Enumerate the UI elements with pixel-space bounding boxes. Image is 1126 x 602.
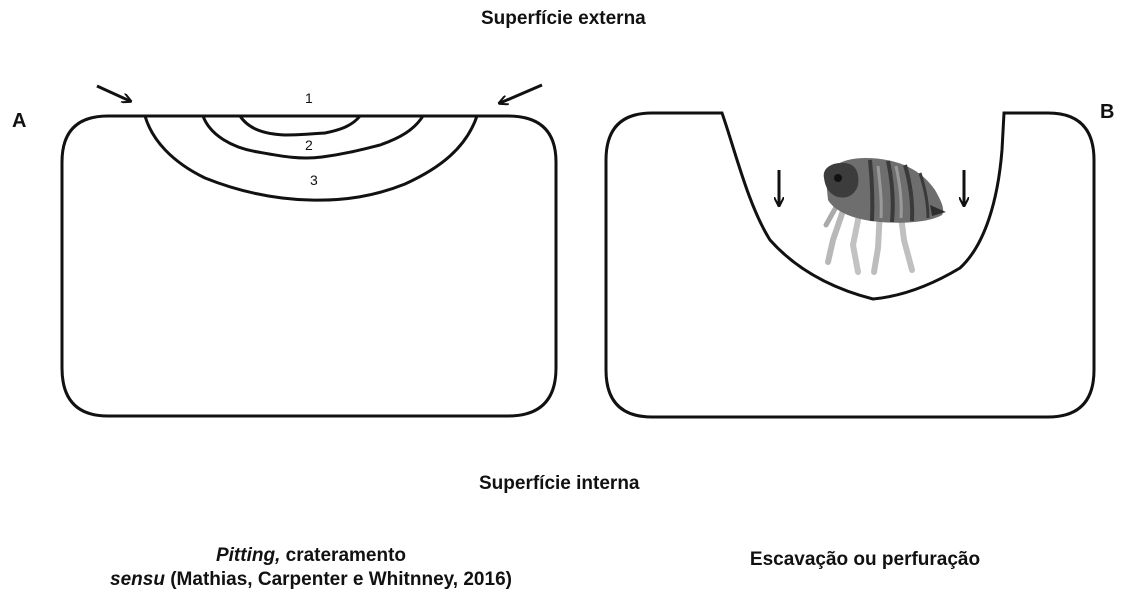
pit-zone-2-outline: [203, 116, 423, 158]
panel-a-caption: Pitting, crateramento sensu (Mathias, Ca…: [76, 544, 546, 592]
panel-a-outline: [62, 116, 556, 416]
zone-number-1: 1: [305, 90, 313, 106]
arrow-right-diagonal: [500, 85, 542, 103]
panel-b-caption: Escavação ou perfuração: [700, 548, 1030, 572]
arrow-left-diagonal: [97, 86, 130, 101]
zone-number-2: 2: [305, 137, 313, 153]
zone-number-3: 3: [310, 172, 318, 188]
citation: (Mathias, Carpenter e Whitnney, 2016): [165, 569, 512, 590]
bottom-surface-label: Superfície interna: [479, 473, 640, 495]
panel-b-outline: [606, 113, 1094, 417]
pitting-term: Pitting,: [216, 545, 280, 566]
pitting-description: crateramento: [280, 545, 406, 566]
pit-zone-1-outline: [240, 116, 360, 135]
panel-a-caption-line2: sensu (Mathias, Carpenter e Whitnney, 20…: [76, 568, 546, 592]
insect-illustration: [824, 158, 946, 272]
panel-a-caption-line1: Pitting, crateramento: [76, 544, 546, 568]
sensu-term: sensu: [110, 569, 165, 590]
